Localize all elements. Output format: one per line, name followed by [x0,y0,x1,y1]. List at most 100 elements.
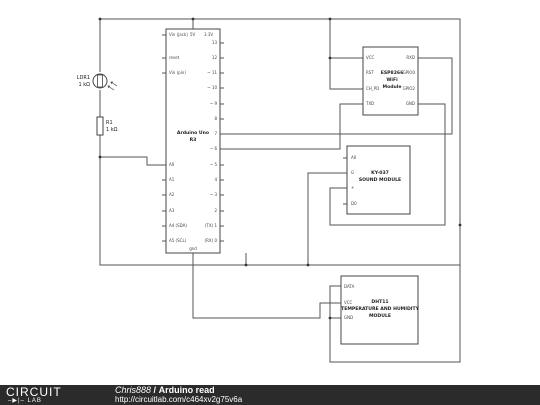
junction-dot [328,56,332,60]
logo-bottom-text: –▶|– LAB [8,398,62,404]
credit-separator: / [153,385,157,395]
ldr-name: LDR1 [77,75,90,81]
ky-pin-a0: A0 [351,155,357,160]
esp-pin-vcc: VCC [366,55,375,60]
wire-5v-top-rail [100,18,461,265]
arduino-title-line2: R3 [190,137,197,143]
schematic-canvas: Arduino Uno R3 Vin (jack) 5V 3.3V reset … [77,17,462,363]
arduino-pin-gnd: gnd [189,246,197,251]
arduino-pin-vin-pin: Vin (pin) [169,70,186,75]
arduino-pin-5v: 5V [190,32,196,37]
esp-pin-gpio0: GPIO0 [403,70,416,75]
esp-title-line1: ESP8266 [381,70,404,76]
arduino-uno[interactable]: Arduino Uno R3 Vin (jack) 5V 3.3V reset … [162,28,224,254]
esp-pin-gnd: GND [406,101,415,106]
arduino-pin-d8: 8 [214,116,217,121]
dht-body [340,275,419,345]
esp-pin-rst: RST [366,70,374,75]
ky-pin-plus: + [351,185,354,190]
arduino-pin-a0: A0 [169,162,175,167]
junction-dot [244,263,248,267]
arduino-pin-d11: ~ 11 [207,70,217,75]
ldr-light-arrows-icon [107,81,118,91]
arduino-title-line1: Arduino Uno [177,130,209,136]
ldr-photoresistor[interactable]: LDR1 1 kΩ [77,73,118,91]
author-link[interactable]: Chris888 [115,385,152,395]
ky-pin-d0: D0 [351,201,357,206]
arduino-right-pins: 13 12 ~ 11 ~ 10 ~ 9 8 7 ~ 6 ~ 5 4 ~ 3 2 … [205,40,218,243]
arduino-pin-d2: 2 [214,208,217,213]
logo-circuit-arrow-icon: –▶|– [8,398,25,404]
wires [99,18,461,363]
arduino-pin-d3: ~ 3 [210,192,218,197]
arduino-pin-d4: 4 [214,177,217,182]
ldr-value: 1 kΩ [79,82,91,88]
dht11-module[interactable]: DHT11 TEMPERATURE AND HUMIDITY MODULE DA… [340,275,420,345]
arduino-pin-a2: A2 [169,192,175,197]
dht-pin-data: DATA [344,284,355,289]
esp-pin-gpio2: GPIO2 [403,86,416,91]
wire-esp-vcc [329,19,363,59]
arduino-pin-d7: 7 [214,131,217,136]
arduino-pin-d5: ~ 5 [210,162,218,167]
junction-dot [98,155,102,159]
junction-dot [328,316,332,320]
arduino-pin-d1: (TX) 1 [205,223,218,228]
ky037-sound-module[interactable]: KY-037 SOUND MODULE A0 G + D0 [343,145,411,215]
arduino-pin-a3: A3 [169,208,175,213]
dht-pin-gnd: GND [344,315,353,320]
arduino-pin-d6: ~ 6 [210,146,218,151]
arduino-pin-a5: A5 (SCL) [169,238,187,243]
esp-title-line3: Module [383,84,402,90]
arduino-pin-vin-jack: Vin (jack) [169,32,188,37]
wire-a0-node [100,156,166,166]
junction-dots [98,17,462,320]
junction-dot [458,223,462,227]
ldr-element [97,74,103,88]
circuit-title: Arduino read [158,385,215,395]
circuit-credit: Chris888 / Arduino read [115,386,215,395]
wire-r1-bottom [99,135,460,266]
dht-title-line3: MODULE [369,313,391,319]
arduino-pin-d12: 12 [212,55,218,60]
ky-pin-g: G [351,170,354,175]
arduino-pin-reset: reset [169,55,180,60]
arduino-pin-a4: A4 (SDA) [169,223,187,228]
arduino-pin-stubs [162,34,224,242]
arduino-pin-d13: 13 [212,40,218,45]
dht-title-line2: TEMPERATURE AND HUMIDITY [341,306,420,312]
arduino-pin-d0: (RX) 0 [205,238,218,243]
resistor-value: 1 kΩ [106,127,118,133]
circuitlab-logo[interactable]: CIRCUIT –▶|– LAB [6,386,62,404]
resistor-r1[interactable]: R1 1 kΩ [96,116,118,136]
arduino-pin-3v3: 3.3V [204,32,213,37]
junction-dot [328,17,332,21]
arduino-pin-a1: A1 [169,177,175,182]
dht-title-line1: DHT11 [371,299,388,305]
esp-pin-txd: TXD [365,101,374,106]
ky-title-line2: SOUND MODULE [359,177,401,183]
circuit-url-link[interactable]: http://circuitlab.com/c464xv2g75v6a [115,395,243,404]
esp-pin-chpd: CH_PD [366,86,379,91]
arduino-pin-d9: ~ 9 [210,101,218,106]
footer-bar: CIRCUIT –▶|– LAB Chris888 / Arduino read… [0,385,540,405]
wire-ky-plus [307,172,347,265]
ky-title-line1: KY-037 [371,170,389,176]
wire-esp-chpd [329,58,363,90]
logo-lab-text: LAB [27,398,42,404]
ky-body [346,145,411,215]
wire-arduino-gnd [192,253,341,319]
junction-dot [98,17,102,21]
wire-esp-rxd [220,57,453,135]
esp-title-line2: WiFi [386,77,398,83]
wire-dht-data [329,265,461,363]
dht-pin-vcc: VCC [344,300,353,305]
junction-dot [306,263,310,267]
junction-dot [191,17,195,21]
esp8266-module[interactable]: ESP8266 WiFi Module VCC RST CH_PD TXD RX… [362,46,419,116]
resistor-name: R1 [106,120,113,126]
esp-body [362,46,419,116]
esp-pin-rxd: RXD [406,55,415,60]
wire-esp-gnd [329,103,446,226]
wire-esp-txd [220,103,363,150]
